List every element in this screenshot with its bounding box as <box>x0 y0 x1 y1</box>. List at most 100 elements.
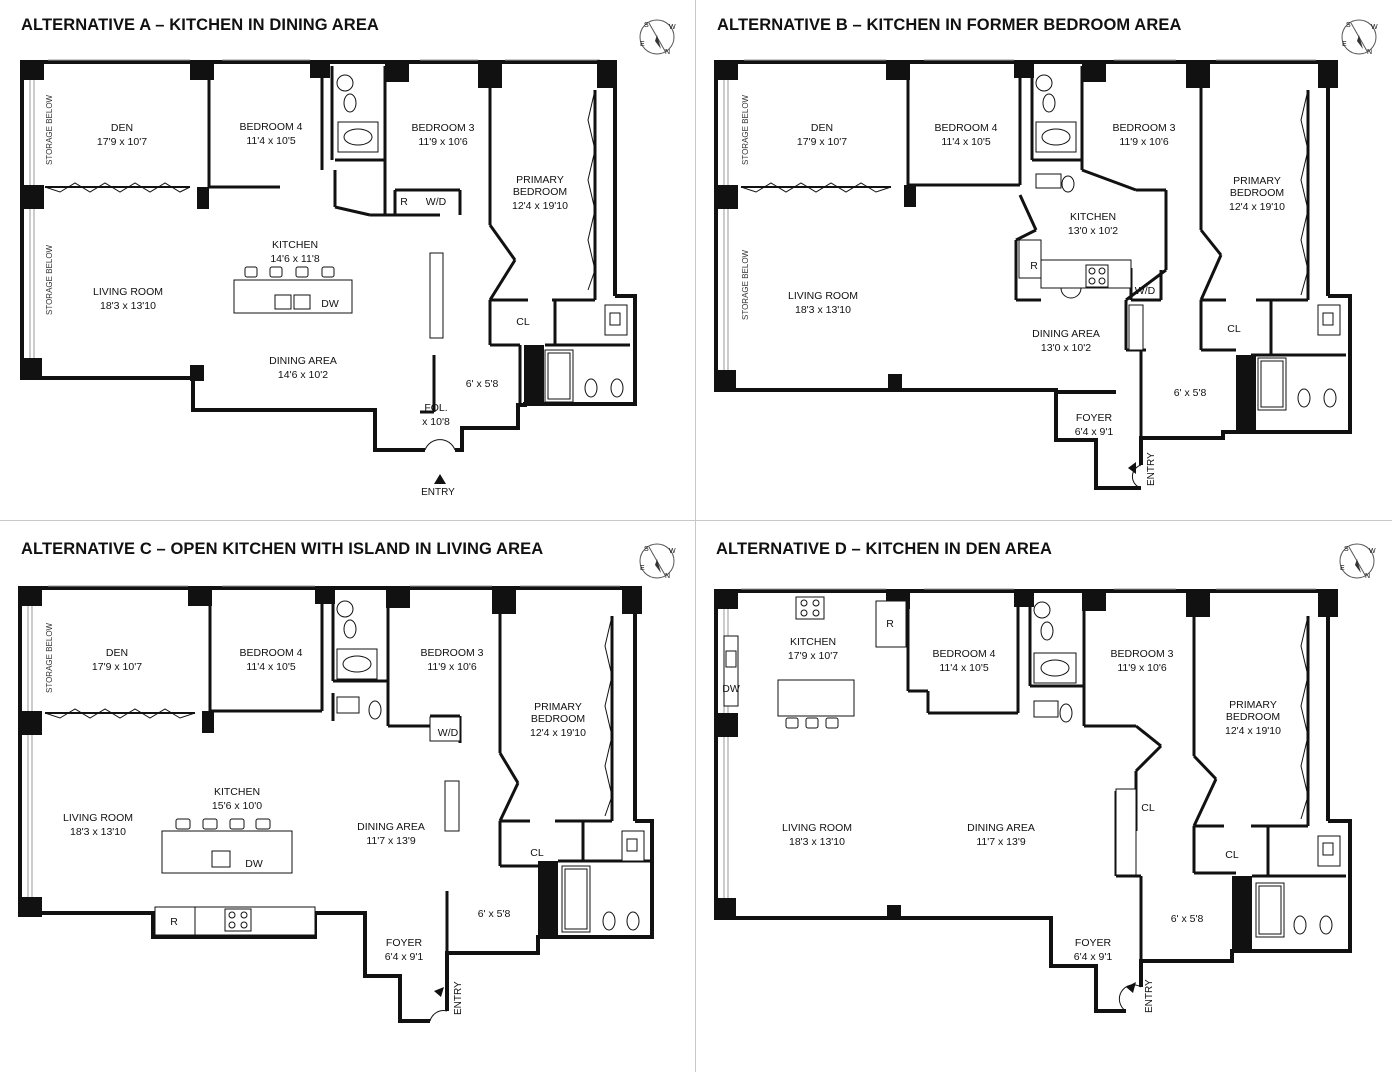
bedroom3-dims: 11'9 x 10'6 <box>1117 662 1167 674</box>
primary-label-1: PRIMARY <box>1229 699 1277 711</box>
entry-door <box>424 439 456 451</box>
compass-icon: S W E N <box>1339 543 1376 580</box>
refrigerator-label: R <box>1030 260 1038 272</box>
washer-dryer-label: W/D <box>438 727 459 739</box>
primary-label-1: PRIMARY <box>1233 175 1281 187</box>
foyer-dims: x 10'8 <box>422 416 450 428</box>
kitchen-fixtures <box>723 596 1137 876</box>
vertical-divider <box>695 0 696 1072</box>
den-label: DEN <box>106 647 128 659</box>
compass-icon: S W E N <box>639 543 676 580</box>
living-label: LIVING ROOM <box>788 290 858 302</box>
foyer-label: FOYER <box>386 937 423 949</box>
floorplan-c: S W E N <box>18 543 676 1023</box>
windows <box>723 59 1316 380</box>
entry-label: ENTRY <box>453 981 464 1015</box>
kitchen-dims: 14'6 x 11'8 <box>270 253 320 265</box>
dining-dims: 14'6 x 10'2 <box>278 369 328 381</box>
compass-w: W <box>1371 24 1378 31</box>
compass-s: S <box>1344 546 1349 553</box>
foyer-dims: 6'4 x 9'1 <box>1075 426 1114 438</box>
compass-w: W <box>669 24 676 31</box>
primary-dims: 12'4 x 19'10 <box>1229 201 1285 213</box>
living-dims: 18'3 x 13'10 <box>795 304 851 316</box>
compass-w: W <box>1369 548 1376 555</box>
foyer-label: FOL. <box>424 402 447 414</box>
dining-label: DINING AREA <box>967 822 1035 834</box>
kitchen-label: KITCHEN <box>1070 211 1116 223</box>
kitchen-dims: 15'6 x 10'0 <box>212 800 262 812</box>
entry-label: ENTRY <box>1146 452 1157 486</box>
foyer-label: FOYER <box>1076 412 1113 424</box>
primary-dims: 12'4 x 19'10 <box>512 200 568 212</box>
bedroom3-label: BEDROOM 3 <box>1112 122 1175 134</box>
bedroom4-dims: 11'4 x 10'5 <box>246 661 296 673</box>
washer-dryer-label: W/D <box>426 196 447 208</box>
floorplan-d: S W E N <box>714 543 1376 1013</box>
primary-label-1: PRIMARY <box>534 701 582 713</box>
living-dims: 18'3 x 13'10 <box>100 300 156 312</box>
foyer-dims: 6'4 x 9'1 <box>1074 951 1113 963</box>
closet-doors <box>587 89 596 291</box>
bedroom4-label: BEDROOM 4 <box>239 121 302 133</box>
den-dims: 17'9 x 10'7 <box>97 136 147 148</box>
closet-label-2: CL <box>1225 849 1239 861</box>
primary-label-2: BEDROOM <box>1226 711 1280 723</box>
bedroom4-label: BEDROOM 4 <box>239 647 302 659</box>
entry-door <box>429 1010 448 1022</box>
compass-e: E <box>1342 41 1347 48</box>
living-label: LIVING ROOM <box>93 286 163 298</box>
columns <box>714 60 1338 430</box>
kitchen-dims: 13'0 x 10'2 <box>1068 225 1118 237</box>
bedroom3-label: BEDROOM 3 <box>411 122 474 134</box>
kitchen-island <box>233 252 444 339</box>
closet-doors <box>1300 615 1309 820</box>
dishwasher-label: DW <box>321 298 339 310</box>
bedroom4-dims: 11'4 x 10'5 <box>941 136 991 148</box>
refrigerator-label: R <box>170 916 178 928</box>
dining-dims: 11'7 x 13'9 <box>976 836 1026 848</box>
entry-label: ENTRY <box>421 487 455 498</box>
panel-title: ALTERNATIVE D – KITCHEN IN DEN AREA <box>716 540 1052 558</box>
closet-doors <box>604 615 613 817</box>
primary-label-1: PRIMARY <box>516 174 564 186</box>
foyer-dims: 6'4 x 9'1 <box>385 951 424 963</box>
columns <box>18 586 642 937</box>
entry-door <box>1132 464 1142 489</box>
kitchen-label: KITCHEN <box>790 636 836 648</box>
entry-label: ENTRY <box>1144 979 1155 1013</box>
compass-icon: S W E N <box>1341 19 1378 56</box>
kitchen-label: KITCHEN <box>272 239 318 251</box>
compass-w: W <box>669 548 676 555</box>
panel-alternative-c: ALTERNATIVE C – OPEN KITCHEN WITH ISLAND… <box>0 521 695 1072</box>
compass-e: E <box>640 41 645 48</box>
den-label: DEN <box>811 122 833 134</box>
panel-title: ALTERNATIVE B – KITCHEN IN FORMER BEDROO… <box>717 16 1182 34</box>
primary-label-2: BEDROOM <box>1230 187 1284 199</box>
bedroom3-dims: 11'9 x 10'6 <box>427 661 477 673</box>
bedroom3-dims: 11'9 x 10'6 <box>1119 136 1169 148</box>
living-label: LIVING ROOM <box>63 812 133 824</box>
bathroom-fixtures <box>336 74 628 403</box>
dining-label: DINING AREA <box>357 821 425 833</box>
storage-below-label-2: STORAGE BELOW <box>741 249 750 320</box>
refrigerator-label: R <box>886 618 894 630</box>
compass-n: N <box>665 573 670 580</box>
kitchen-counters <box>1018 239 1144 351</box>
windows <box>29 59 600 370</box>
panel-alternative-b: ALTERNATIVE B – KITCHEN IN FORMER BEDROO… <box>696 0 1392 520</box>
dining-label: DINING AREA <box>269 355 337 367</box>
bedroom3-label: BEDROOM 3 <box>1110 648 1173 660</box>
compass-e: E <box>640 565 645 572</box>
compass-s: S <box>1346 22 1351 29</box>
primary-dims: 12'4 x 19'10 <box>1225 725 1281 737</box>
entry-arrow-icon <box>434 987 444 997</box>
dining-dims: 13'0 x 10'2 <box>1041 342 1091 354</box>
living-dims: 18'3 x 13'10 <box>789 836 845 848</box>
closet-label-1: CL <box>1141 802 1155 814</box>
panel-title: ALTERNATIVE C – OPEN KITCHEN WITH ISLAND… <box>21 540 544 558</box>
hall-dims: 6' x 5'8 <box>466 378 499 390</box>
hall-dims: 6' x 5'8 <box>1174 387 1207 399</box>
entry-door <box>1118 984 1142 1012</box>
storage-below-label: STORAGE BELOW <box>45 622 54 693</box>
